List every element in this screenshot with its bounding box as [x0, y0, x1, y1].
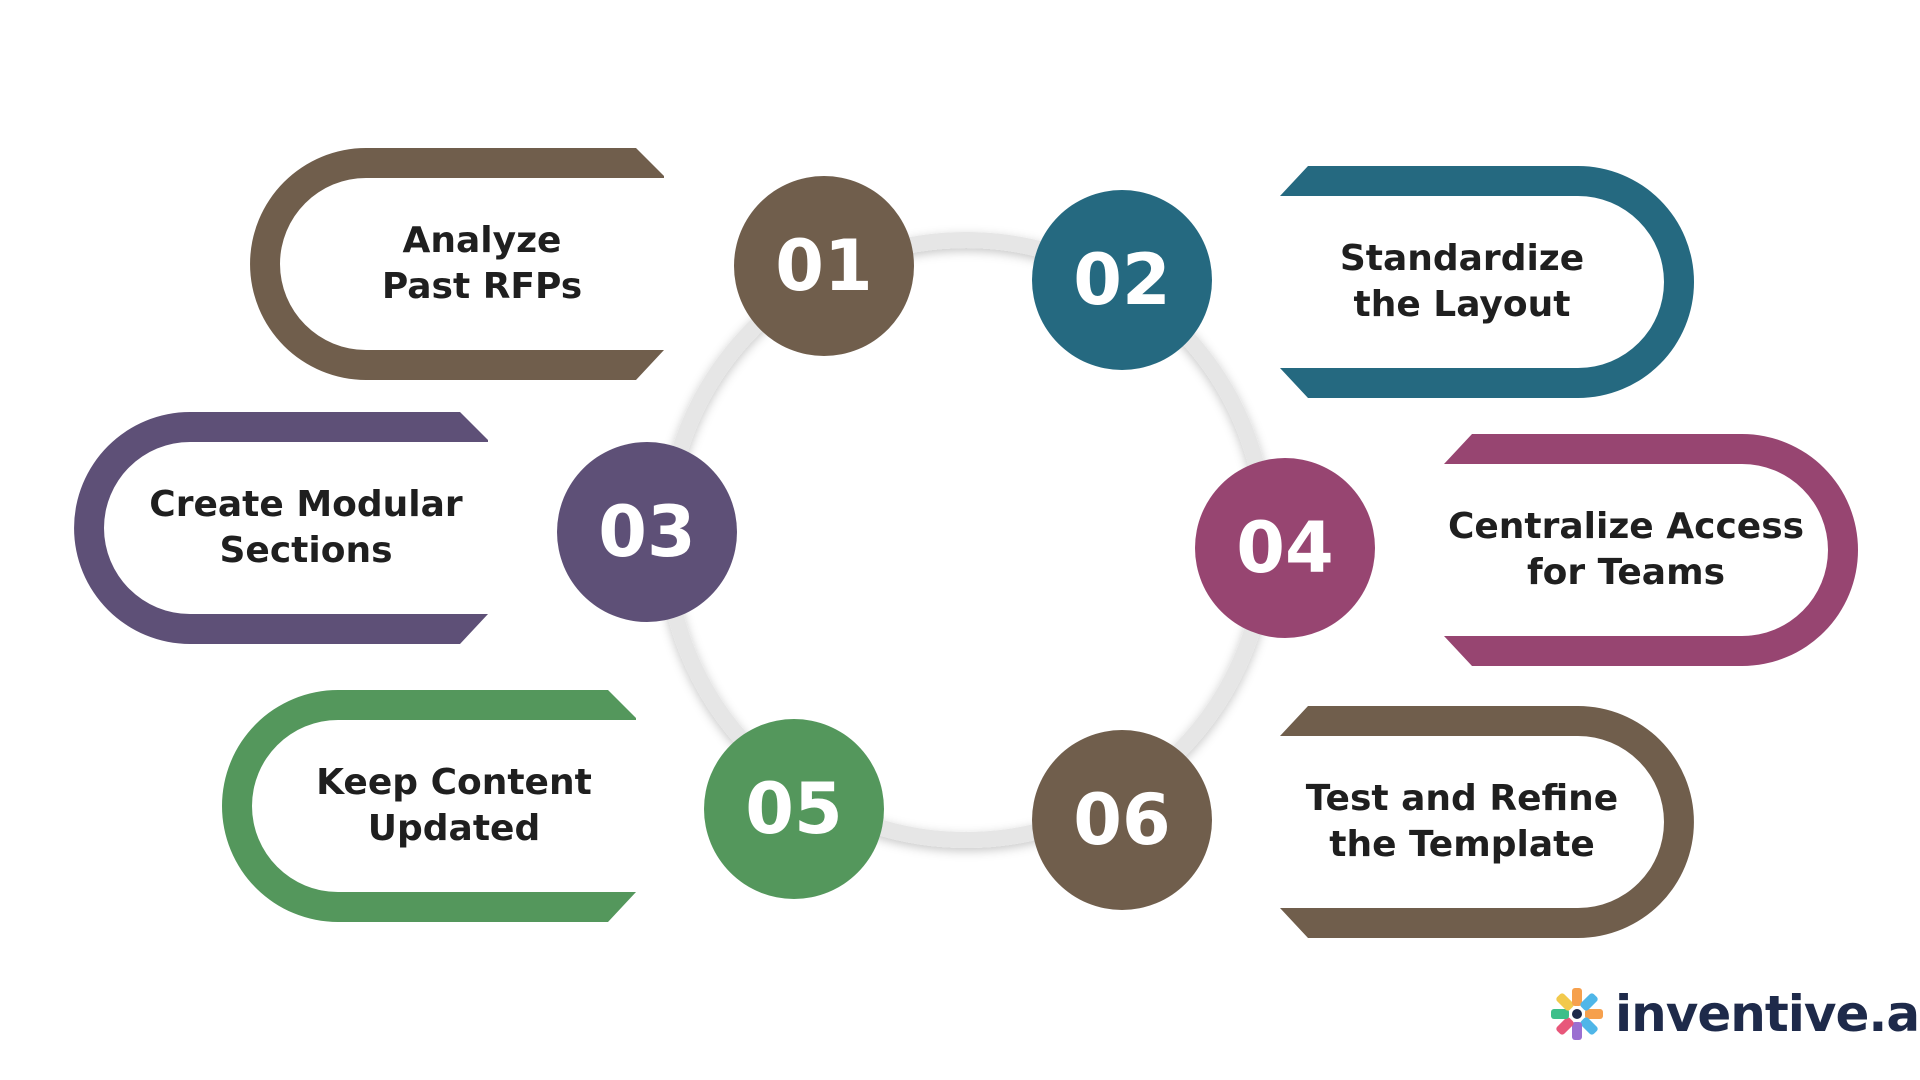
step-4-label: Centralize Access for Teams [1446, 504, 1806, 596]
pinwheel-logo-icon [1551, 988, 1603, 1040]
step-6-number: 06 [1073, 779, 1171, 861]
pinwheel-blade [1580, 993, 1598, 1011]
step-2-circle [1032, 190, 1212, 370]
step-2-label-line: the Layout [1353, 284, 1571, 325]
step-4-number: 04 [1236, 507, 1334, 589]
step-3-circle [557, 442, 737, 622]
step-5-bracket [222, 690, 636, 922]
step-2-label: Standardize the Layout [1282, 236, 1642, 328]
step-6-label-line: the Template [1329, 824, 1595, 865]
pinwheel-blade [1551, 1009, 1569, 1019]
step-5-label-line: Updated [367, 808, 541, 849]
pinwheel-blade [1572, 988, 1582, 1006]
step-3-label-line: Sections [219, 530, 393, 571]
brand-logo: inventive.ai [1547, 982, 1920, 1046]
pinwheel-blade [1585, 1009, 1603, 1019]
step-4-circle [1195, 458, 1375, 638]
step-6-bracket [1280, 706, 1694, 938]
step-4-label-line: Centralize Access [1447, 506, 1805, 547]
step-6-label: Test and Refine the Template [1282, 776, 1642, 868]
pinwheel-center [1572, 1009, 1582, 1019]
step-2-bracket [1280, 166, 1694, 398]
step-1-number: 01 [775, 225, 873, 307]
pinwheel-blade [1580, 1017, 1598, 1035]
step-1-bracket [250, 148, 664, 380]
step-6-circle [1032, 730, 1212, 910]
step-2-number: 02 [1073, 239, 1171, 321]
step-6-label-line: Test and Refine [1305, 778, 1619, 819]
step-3-number: 03 [598, 491, 696, 573]
brand-name: inventive.ai [1615, 985, 1920, 1043]
step-2-label-line: Standardize [1339, 238, 1585, 279]
pinwheel-blade [1556, 993, 1574, 1011]
step-1-label-line: Past RFPs [381, 266, 583, 307]
step-3-bracket [74, 412, 488, 644]
pinwheel-blade [1572, 1022, 1582, 1040]
step-1-circle [734, 176, 914, 356]
step-5-label-line: Keep Content [316, 762, 592, 803]
step-4-bracket [1444, 434, 1858, 666]
pinwheel-blade [1556, 1017, 1574, 1035]
step-4-label-line: for Teams [1526, 552, 1726, 593]
step-3-label-line: Create Modular [149, 484, 463, 525]
step-5-circle [704, 719, 884, 899]
step-1-label-line: Analyze [402, 220, 562, 261]
step-5-number: 05 [745, 768, 843, 850]
